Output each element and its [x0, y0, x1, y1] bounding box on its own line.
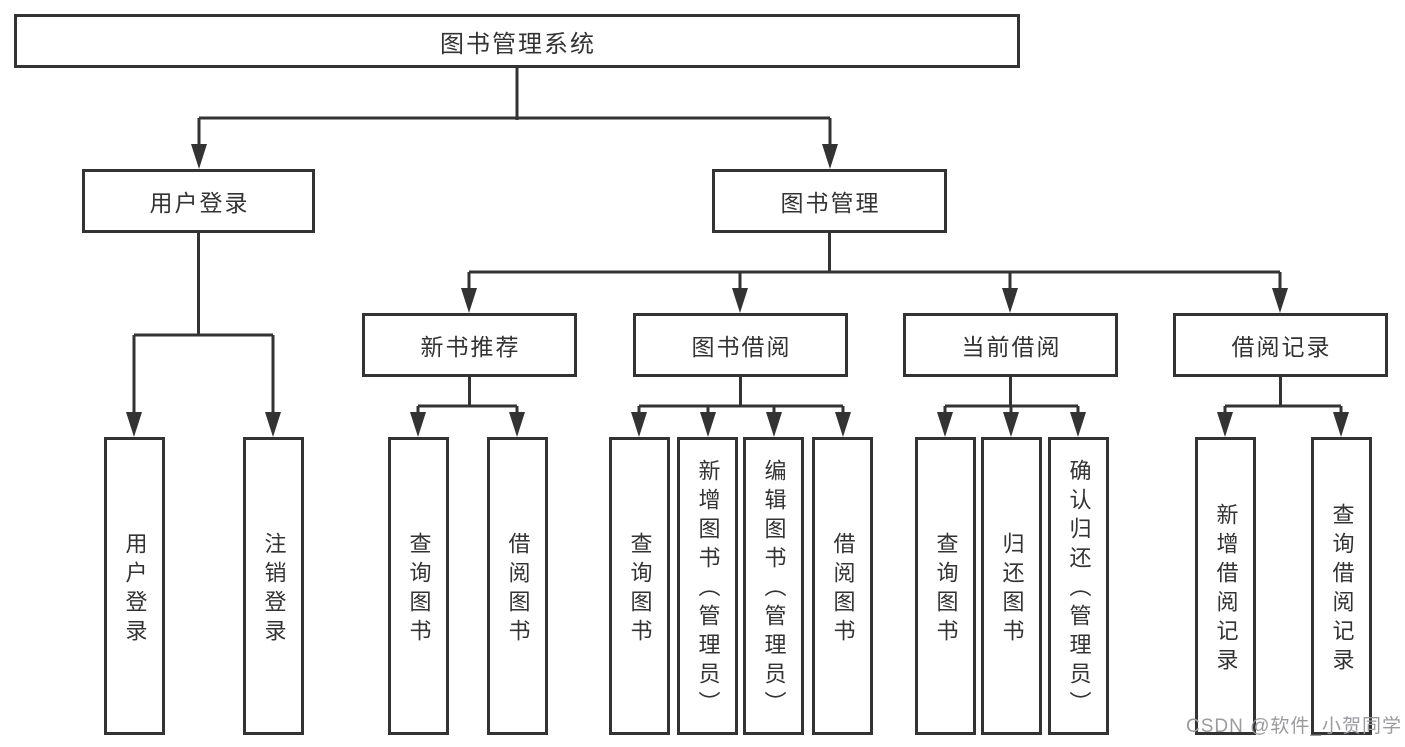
- arrowheads: [126, 144, 1349, 437]
- connector-segments: [132, 68, 1343, 415]
- node-leaf-query-books-borrow: 查询图书: [609, 437, 670, 735]
- node-leaf-query-borrow-record: 查询借阅记录: [1311, 437, 1372, 735]
- node-leaf-query-books-current: 查询图书: [915, 437, 976, 735]
- node-leaf-return-books: 归还图书: [981, 437, 1042, 735]
- node-leaf-add-borrow-record: 新增借阅记录: [1195, 437, 1256, 735]
- node-book-borrowing: 图书借阅: [633, 313, 848, 377]
- node-user-login-branch: 用户登录: [82, 169, 315, 233]
- node-leaf-logout: 注销登录: [243, 437, 304, 735]
- node-leaf-query-books-recommend: 查询图书: [388, 437, 449, 735]
- node-leaf-borrow-books-recommend: 借阅图书: [487, 437, 548, 735]
- node-new-book-recommend: 新书推荐: [362, 313, 577, 377]
- node-book-management-branch: 图书管理: [712, 169, 947, 233]
- node-current-borrowing: 当前借阅: [903, 313, 1118, 377]
- node-leaf-confirm-return-admin: 确认归还（管理员）: [1048, 437, 1109, 735]
- node-leaf-borrow-books: 借阅图书: [812, 437, 873, 735]
- watermark: CSDN @软件_小贺同学: [1186, 716, 1402, 737]
- node-leaf-add-books-admin: 新增图书（管理员）: [677, 437, 738, 735]
- node-leaf-edit-books-admin: 编辑图书（管理员）: [743, 437, 804, 735]
- node-leaf-user-login: 用户登录: [104, 437, 165, 735]
- node-borrowing-records: 借阅记录: [1173, 313, 1388, 377]
- node-library-management-system: 图书管理系统: [14, 14, 1020, 68]
